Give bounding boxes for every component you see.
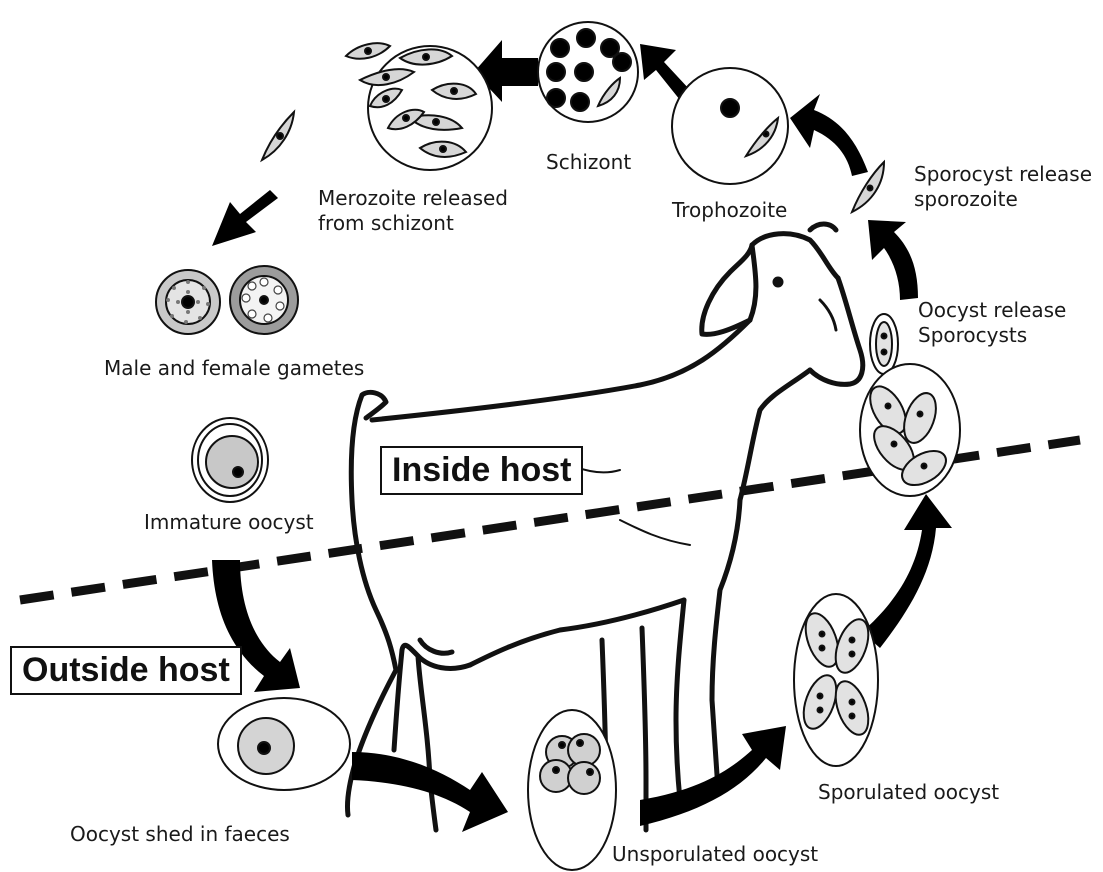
oocyst-release-label: Oocyst release Sporocysts <box>918 298 1066 348</box>
merozoite-label-line2: from schizont <box>318 211 508 236</box>
gametes-cells <box>156 266 298 334</box>
schizont-cell <box>538 22 638 122</box>
sporocyst-release-label-line2: sporozoite <box>914 187 1092 212</box>
oocyst-release-label-line2: Sporocysts <box>918 323 1066 348</box>
unsporulated-oocyst <box>528 710 616 870</box>
arrow-sporozoite-to-trophozoite <box>790 94 868 176</box>
arrow-merozoite-to-gametes <box>212 190 278 246</box>
trophozoite-label: Trophozoite <box>672 198 787 223</box>
merozoite-label-line1: Merozoite released <box>318 186 508 211</box>
sporocyst-release-label: Sporocyst release sporozoite <box>914 162 1092 212</box>
unsporulated-oocyst-label: Unsporulated oocyst <box>612 842 818 867</box>
gametes-label: Male and female gametes <box>104 356 364 381</box>
merozoite-cluster <box>262 43 492 170</box>
shed-oocyst-label: Oocyst shed in faeces <box>70 822 290 847</box>
trophozoite-cell <box>672 68 788 184</box>
arrow-oocyst-release-to-sporozoite <box>868 220 918 300</box>
oocyst-release-label-line1: Oocyst release <box>918 298 1066 323</box>
immature-oocyst-label: Immature oocyst <box>144 510 314 535</box>
merozoite-label: Merozoite released from schizont <box>318 186 508 236</box>
outside-host-box: Outside host <box>10 646 242 695</box>
inside-host-box: Inside host <box>380 446 583 495</box>
sporocyst-release-label-line1: Sporocyst release <box>914 162 1092 187</box>
shed-oocyst <box>218 698 350 790</box>
sporulated-oocyst-label: Sporulated oocyst <box>818 780 999 805</box>
sporulated-oocyst <box>794 594 878 766</box>
arrow-sporulated-to-oocyst-release <box>862 494 952 648</box>
schizont-label: Schizont <box>546 150 631 175</box>
immature-oocyst <box>192 418 268 502</box>
